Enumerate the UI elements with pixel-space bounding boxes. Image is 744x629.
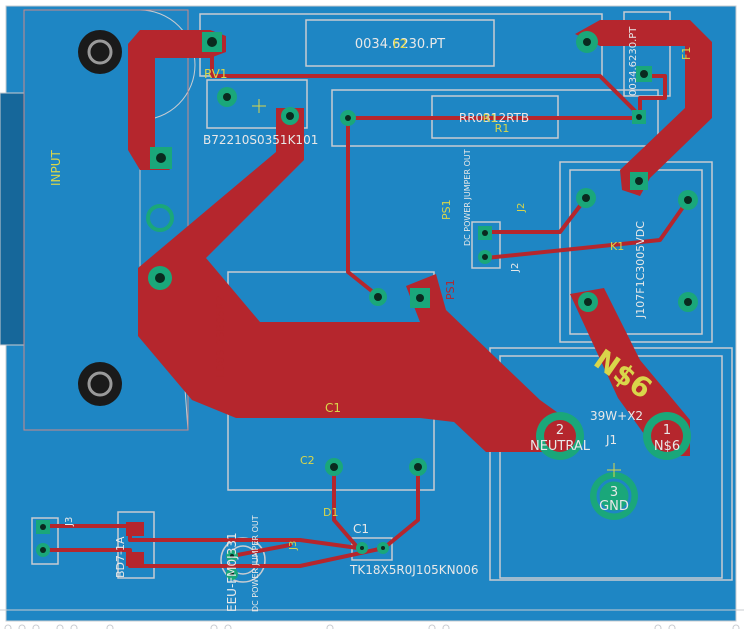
rv1-outline <box>206 79 308 129</box>
r1-outline <box>331 89 659 147</box>
f1-value-label: 0034.6230.PT <box>628 26 639 96</box>
j1-ref-label: J1 <box>605 433 617 447</box>
rv1-value-label: B72210S0351K101 <box>203 133 318 147</box>
r1-ref-label-b: R1 <box>483 112 498 125</box>
fuse2-ref-label: F2 <box>393 37 408 51</box>
j1-value-label: 39W+X2 <box>590 409 643 423</box>
mounting-hole-icon <box>78 30 122 406</box>
ps1-ref-label: PS1 <box>440 199 453 220</box>
j3-ref-label-b: J3 <box>288 541 299 551</box>
edge-markers <box>4 624 740 629</box>
j2-ref-label: J2 <box>516 203 527 213</box>
fuse-f2-body <box>305 19 495 67</box>
fuse2-value-label: 0034.6230.PT <box>355 37 445 52</box>
gnd-label: GND <box>599 499 629 514</box>
n6-pad-label: N$6 <box>654 439 680 454</box>
c2-ref-label: C2 <box>300 454 315 467</box>
trace-input-top <box>128 30 226 170</box>
pin2-label: 2 <box>556 423 564 438</box>
input-connector <box>0 9 196 431</box>
ps1-value-label: LD03-23B05R2 <box>214 295 227 378</box>
eeu-value-label: EEU-FM0J331 <box>225 532 239 612</box>
b1-value-label: BD7-1A <box>114 536 127 578</box>
pin1-label: 1 <box>663 423 671 438</box>
ps1-side-label: PS1 <box>444 279 457 300</box>
f1-ref-label: F1 <box>680 47 693 60</box>
k1-ref-label: K1 <box>610 240 624 253</box>
board-substrate <box>6 6 736 621</box>
k1-value-label: J107F1C3005VDC <box>634 221 647 319</box>
pad-icon <box>36 32 652 566</box>
trace-main-diagonal <box>138 108 568 452</box>
r1-ref-label: R1 <box>495 122 510 135</box>
c1-ref-label: C1 <box>325 401 341 415</box>
eeu-note-label: DC POWER JUMPER OUT <box>251 515 260 612</box>
c1-top-label: C1 <box>353 522 369 536</box>
j2-ref-label-b: J2 <box>510 263 521 273</box>
input-label: INPUT <box>49 149 63 186</box>
j3-ref-label: J3 <box>64 517 75 527</box>
c1-value-label: TK18X5R0J105KN006 <box>349 563 479 577</box>
r1-value-label: RR0312RTB <box>459 111 529 125</box>
neutral-label: NEUTRAL <box>530 439 591 454</box>
pin3-label: 3 <box>610 485 618 500</box>
rv1-ref-label: RV1 <box>204 67 228 81</box>
via-icon <box>36 31 698 580</box>
j3-outline <box>31 517 59 565</box>
ps1-note-label: DC POWER JUMPER OUT <box>463 149 472 246</box>
d1-ref-label: D1 <box>323 506 338 519</box>
j2-outline <box>471 221 501 269</box>
crosshair-icon <box>252 99 621 477</box>
b1-outline <box>117 511 155 579</box>
